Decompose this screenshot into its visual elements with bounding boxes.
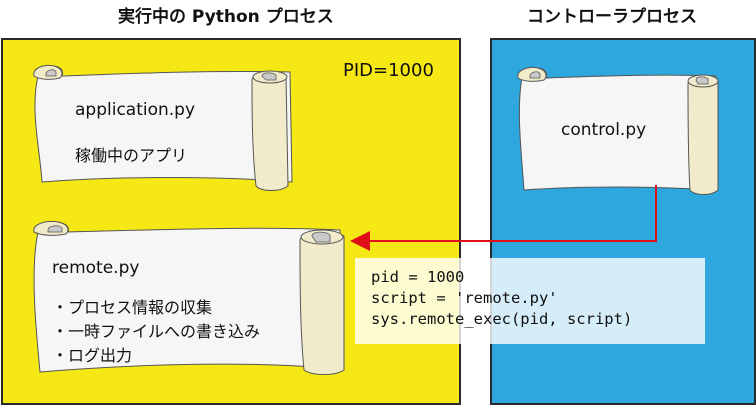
application-filename: application.py (75, 100, 196, 120)
call-arrow (350, 185, 657, 251)
pid-label: PID=1000 (343, 60, 434, 81)
remote-filename: remote.py (52, 258, 140, 278)
remote-bullet-1: ・プロセス情報の収集 (52, 298, 213, 317)
code-line: sys.remote_exec(pid, script) (371, 310, 633, 328)
arrow-head-icon (350, 231, 370, 251)
code-snippet-box: pid = 1000 script = 'remote.py' sys.remo… (355, 258, 705, 344)
scroll-remote-icon (33, 221, 345, 375)
right-process-title: コントローラプロセス (527, 7, 697, 27)
scroll-control-icon (517, 67, 719, 195)
code-line: pid = 1000 (371, 268, 465, 286)
application-description: 稼働中のアプリ (75, 146, 188, 165)
control-filename: control.py (561, 120, 647, 140)
scroll-application-icon (33, 65, 293, 191)
remote-bullet-3: ・ログ出力 (52, 346, 133, 365)
remote-bullet-2: ・一時ファイルへの書き込み (52, 322, 261, 341)
code-line: script = 'remote.py' (371, 289, 558, 307)
left-process-title: 実行中の Python プロセス (118, 7, 334, 27)
